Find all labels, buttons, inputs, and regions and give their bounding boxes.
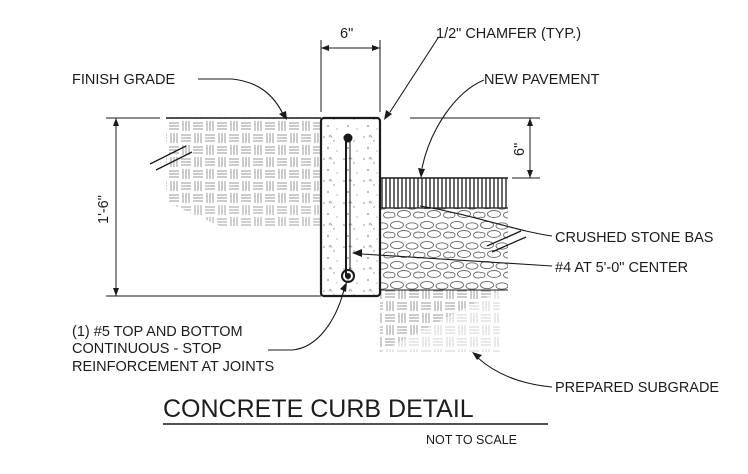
crushed-stone-label: CRUSHED STONE BAS <box>555 230 713 246</box>
rebar-note-line-2: CONTINUOUS - STOP <box>72 341 222 357</box>
rebar-note-arrow <box>340 282 347 292</box>
drawing-subtitle: NOT TO SCALE <box>426 433 517 447</box>
new-pavement <box>380 178 508 208</box>
finish-grade-label: FINISH GRADE <box>72 72 175 88</box>
subgrade-taper <box>380 290 500 352</box>
crushed-stone-base <box>380 208 508 290</box>
break-mark-right <box>486 230 522 247</box>
pavement-depth-label: 6" <box>512 143 528 156</box>
rebar-top <box>343 133 353 143</box>
dim-arrow-right <box>372 45 380 51</box>
chamfer-label: 1/2" CHAMFER (TYP.) <box>436 26 581 42</box>
new-pavement-label: NEW PAVEMENT <box>484 72 600 88</box>
finish-grade-leader <box>198 78 284 115</box>
rebar-note-line-3: REINFORCEMENT AT JOINTS <box>72 359 274 375</box>
rebar-note-line-1: (1) #5 TOP AND BOTTOM <box>72 324 243 340</box>
crushed-stone-leader <box>419 205 553 237</box>
chamfer-leader <box>389 37 439 113</box>
pave-dim-arrow-bottom <box>527 170 533 178</box>
prepared-subgrade-leader <box>477 357 553 388</box>
rebar-note-leader <box>268 289 345 351</box>
backfill-soil <box>166 118 321 202</box>
chamfer-arrow <box>384 110 392 120</box>
rebar-vertical-leader <box>361 253 553 267</box>
new-pavement-arrow <box>418 168 425 178</box>
backfill-soil-taper <box>166 202 321 226</box>
break-mark-right-2 <box>491 236 527 253</box>
break-mark-left-2 <box>155 151 193 171</box>
rebar-bottom-core <box>345 273 351 279</box>
prepared-subgrade-label: PREPARED SUBGRADE <box>555 380 719 396</box>
pave-dim-arrow-top <box>527 118 533 126</box>
dim-arrow-left <box>321 45 329 51</box>
rebar-vertical-arrow <box>352 249 362 257</box>
break-mark-left <box>149 145 187 165</box>
rebar-bottom <box>341 269 355 283</box>
rebar-vertical-label: #4 AT 5'-0" CENTER <box>555 260 688 276</box>
prepared-subgrade-arrow <box>472 352 482 360</box>
new-pavement-leader <box>421 79 485 169</box>
finish-grade-arrow <box>279 111 287 120</box>
height-dim-arrow-bottom <box>113 288 119 296</box>
height-dim-arrow-top <box>113 118 119 126</box>
curb-height-label: 1'-6" <box>96 195 112 224</box>
top-width-label: 6" <box>340 26 353 42</box>
drawing-title: CONCRETE CURB DETAIL <box>163 395 474 423</box>
